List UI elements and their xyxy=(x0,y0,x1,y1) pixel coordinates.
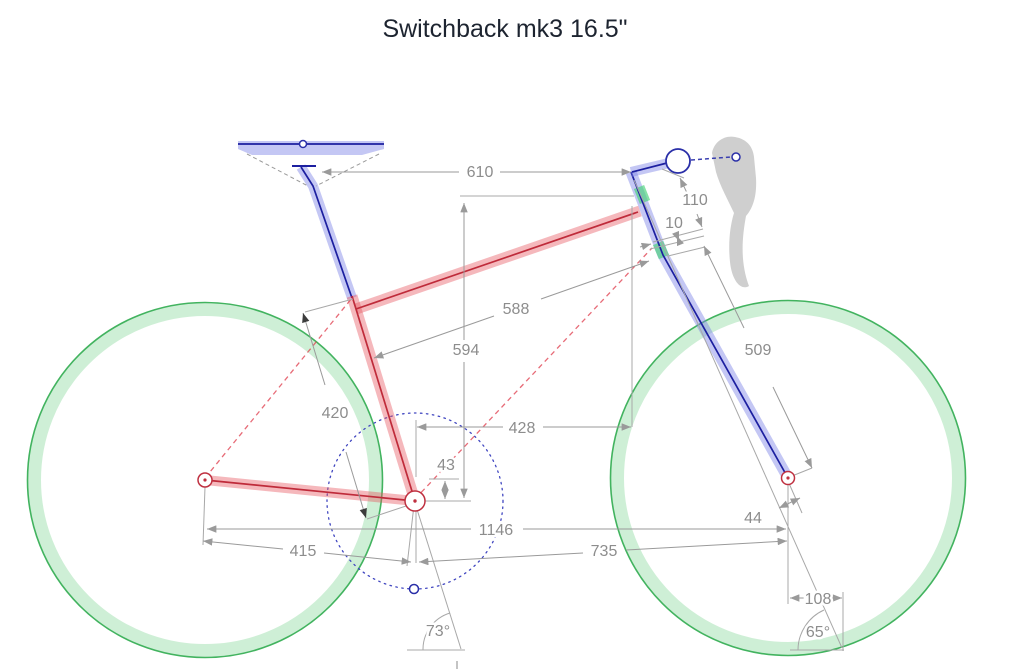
dim-label-head-tube-angle: 65° xyxy=(806,624,830,641)
dim-label-seat-tube-length: 420 xyxy=(322,405,349,422)
frame-joints xyxy=(197,470,796,512)
virtual-seat-stay xyxy=(204,297,353,479)
dim-label-spacer-stack: 10 xyxy=(665,215,683,232)
dim-label-fork-length: 509 xyxy=(745,342,772,359)
stem-top-ext xyxy=(661,168,685,179)
saddle-underside-dashed xyxy=(246,153,380,187)
pedal-marker xyxy=(408,583,420,595)
axle-parallel-line xyxy=(787,480,803,514)
dim-label-effective-top-tube: 588 xyxy=(503,301,530,318)
seat-cluster-ext xyxy=(304,298,354,313)
virtual-down-tube xyxy=(414,247,653,500)
dimension-lines xyxy=(202,168,842,602)
dim-label-wheelbase: 1146 xyxy=(479,522,514,539)
saddle-rail-marker xyxy=(298,139,308,149)
brake-lever-silhouette xyxy=(712,136,757,288)
front-wheel xyxy=(609,299,967,657)
rear-axle-extension xyxy=(202,486,206,546)
dim-label-stem-length: 110 xyxy=(682,192,708,209)
dim-label-fork-offset: 44 xyxy=(744,510,762,527)
seat-tube-dim-ext xyxy=(366,503,413,520)
seat-tube-axis-extension xyxy=(414,502,462,650)
steering-axis xyxy=(633,179,843,649)
dim-label-chainstay-length: 415 xyxy=(290,543,317,560)
dim-label-reach: 428 xyxy=(509,420,536,437)
frame-tubes xyxy=(204,205,653,506)
seatpost xyxy=(292,164,357,300)
headset-spacer-upper xyxy=(633,184,651,205)
dim-label-bb-drop: 43 xyxy=(437,457,455,474)
dimension-labels: 610 110 10 588 594 509 420 428 43 44 114… xyxy=(287,162,834,644)
dim-label-trail: 108 xyxy=(805,591,832,608)
dim-label-seat-tube-angle: 73° xyxy=(426,623,450,640)
dim-label-front-center: 735 xyxy=(591,543,618,560)
page-title: Switchback mk3 16.5" xyxy=(382,15,627,43)
bb-chainstay-extension xyxy=(406,504,415,567)
saddle xyxy=(238,139,384,187)
grip-marker xyxy=(690,152,741,162)
head-angle-arc xyxy=(797,609,825,651)
fork-and-steerer xyxy=(625,170,793,481)
rear-wheel xyxy=(26,301,384,659)
dim-label-stack: 594 xyxy=(453,342,480,359)
fork-crown-ext xyxy=(667,246,706,257)
seat-angle-arc xyxy=(422,612,451,651)
reference-lines xyxy=(202,168,844,669)
fork-axle-ext xyxy=(791,467,813,477)
dim-label-saddle-to-grip: 610 xyxy=(467,164,494,181)
handlebar-clamp xyxy=(665,148,691,174)
